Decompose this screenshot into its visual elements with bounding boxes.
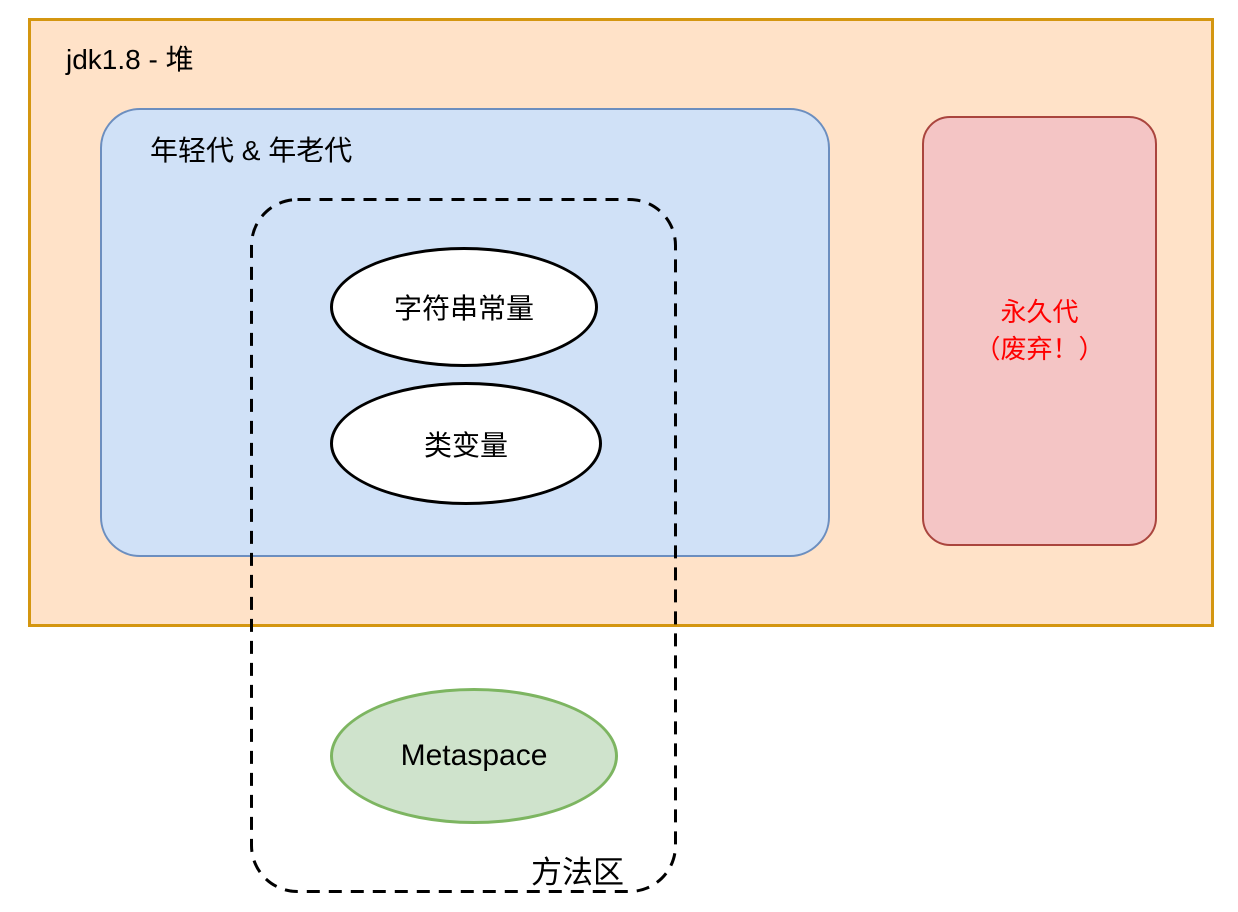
class-vars-label: 类变量 xyxy=(423,429,508,461)
class-vars-ellipse: 类变量 xyxy=(330,382,602,505)
permgen-container: 永久代 （废弃！） xyxy=(922,116,1157,546)
method-area-label: 方法区 xyxy=(531,855,624,890)
metaspace-label: Metaspace xyxy=(400,739,548,772)
string-pool-ellipse: 字符串常量 xyxy=(330,247,598,367)
heap-label: jdk1.8 - 堆 xyxy=(66,44,194,75)
metaspace-ellipse: Metaspace xyxy=(330,688,618,824)
young-old-gen-label: 年轻代 & 年老代 xyxy=(150,135,353,166)
string-pool-label: 字符串常量 xyxy=(393,293,534,324)
permgen-label-line2: （废弃！） xyxy=(974,334,1105,364)
permgen-label-line1: 永久代 xyxy=(1000,297,1079,327)
